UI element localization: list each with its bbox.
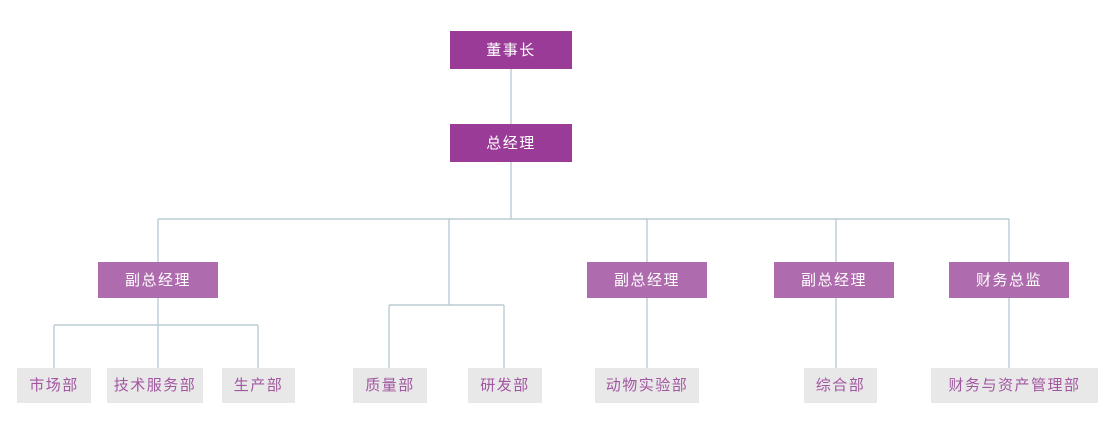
org-node-deputy-gm-3[interactable]: 副总经理	[774, 262, 894, 298]
org-node-dept-general[interactable]: 综合部	[804, 368, 877, 403]
org-node-dept-marketing[interactable]: 市场部	[17, 368, 91, 403]
org-node-dept-tech-service[interactable]: 技术服务部	[107, 368, 203, 403]
org-node-dept-production[interactable]: 生产部	[222, 368, 295, 403]
org-node-general-manager[interactable]: 总经理	[450, 124, 572, 162]
org-node-deputy-gm-2[interactable]: 副总经理	[587, 262, 707, 298]
org-node-finance-director[interactable]: 财务总监	[949, 262, 1069, 298]
org-node-chairman[interactable]: 董事长	[450, 31, 572, 69]
org-node-dept-finance-assets[interactable]: 财务与资产管理部	[931, 368, 1098, 403]
org-node-deputy-gm-1[interactable]: 副总经理	[98, 262, 218, 298]
org-node-dept-quality[interactable]: 质量部	[353, 368, 427, 403]
org-node-dept-rnd[interactable]: 研发部	[468, 368, 542, 403]
org-node-dept-animal-lab[interactable]: 动物实验部	[595, 368, 699, 403]
